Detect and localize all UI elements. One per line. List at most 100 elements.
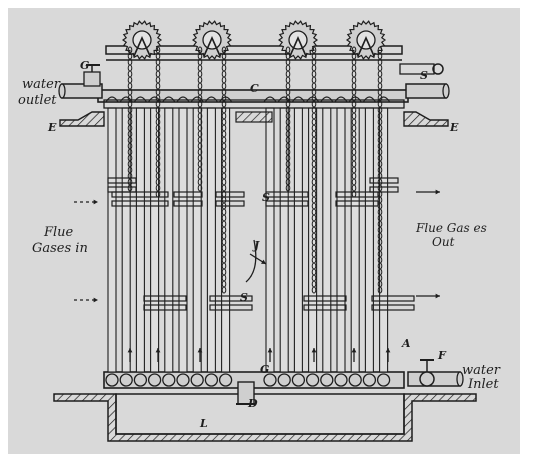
tube-end [147,373,162,387]
chain-link [197,82,203,90]
arrow-head [311,348,317,353]
tube-end [133,373,148,387]
tube-end [362,373,377,387]
scraper-band [303,295,347,302]
arrow-head [435,293,440,299]
tube [107,107,117,373]
letter-d: D [248,397,258,410]
scraper-band [265,191,309,198]
scraper-band [173,191,203,198]
tube [364,107,374,373]
chain-link [197,184,203,192]
tube-end [204,373,219,387]
tube [206,107,216,373]
tube [150,107,160,373]
wheel-bracket [133,36,151,57]
chain-link [285,82,291,90]
chain-link [285,76,291,84]
letter-c: C [250,82,259,95]
letter-s-mid: S [262,191,270,204]
chain-link [221,76,227,84]
scraper-band [143,295,187,302]
blowoff-valve [236,381,256,405]
water-outlet-pipe [58,64,103,99]
scraper-band [107,177,137,184]
tube-end [291,373,306,387]
scraper-band [369,177,399,184]
diagram-frame: water outlet water Inlet Flue Gases in F… [8,8,520,454]
bottom-header [103,371,405,389]
letter-s-low: S [240,291,248,304]
letter-f: F [438,349,446,362]
chain-link [311,64,317,72]
scraper-band [107,186,137,193]
scraper-band [335,200,379,207]
chain-link [311,76,317,84]
scraper-band [371,304,415,311]
chain-link [285,64,291,72]
tube [135,107,145,373]
chain-link [155,190,161,198]
scraper-band [303,304,347,311]
flue-gases-in-label-2: Gases in [32,241,88,256]
letter-a: A [402,337,411,350]
chain-link [377,76,383,84]
scraper-band [111,191,169,198]
tube [279,107,289,373]
chain-link [377,70,383,78]
chain-link [377,286,383,294]
tube-end [176,373,190,387]
tube-end [334,373,348,387]
chain-link [377,82,383,90]
tube-end [263,373,277,387]
arrow-head [93,199,98,205]
scraper-band [143,304,187,311]
chain-link [221,82,227,90]
water-outlet-label: water [22,77,61,92]
scraper-band [265,200,309,207]
scraper-band [209,295,253,302]
economizer-drawing [53,20,477,442]
chain-link [221,286,227,294]
chain-link [285,70,291,78]
chain-link [197,70,203,78]
wheel-hub [202,30,222,50]
letter-e-right: E [450,121,459,134]
chain-link [377,64,383,72]
water-inlet-label-2: Inlet [468,377,499,392]
arrow-head [93,297,98,303]
scraper-band [111,200,169,207]
wheel-bracket [203,36,221,57]
tube [322,107,332,373]
tube [293,107,303,373]
chain-link [197,64,203,72]
letter-g-bottom: G [260,363,270,376]
tube-end [277,373,291,387]
tube-end [320,373,334,387]
chain-link [155,64,161,72]
chain-link [221,64,227,72]
flue-gases-out-label: Flue Gas es [416,221,487,235]
tube [379,107,389,373]
letter-l: L [200,417,208,430]
tube-end [218,373,233,387]
chain-link [127,64,133,72]
wheel-hub [288,30,308,50]
chain-link [155,76,161,84]
scraper-band [215,200,245,207]
chain-link [197,76,203,84]
water-inlet-label: water [462,363,501,378]
arrow-head [127,348,133,353]
arrow-head [155,348,161,353]
scraper-band [173,200,203,207]
arrow-head [261,259,266,264]
water-inlet-pipe [407,359,464,387]
chain-link [127,82,133,90]
chain-link [285,184,291,192]
flow-arrow [245,239,257,283]
scraper-band [209,304,253,311]
arrow-head [351,348,357,353]
flue-gases-in-label: Flue [44,225,74,240]
arrow-head [267,348,273,353]
wheel-bracket [357,36,375,57]
